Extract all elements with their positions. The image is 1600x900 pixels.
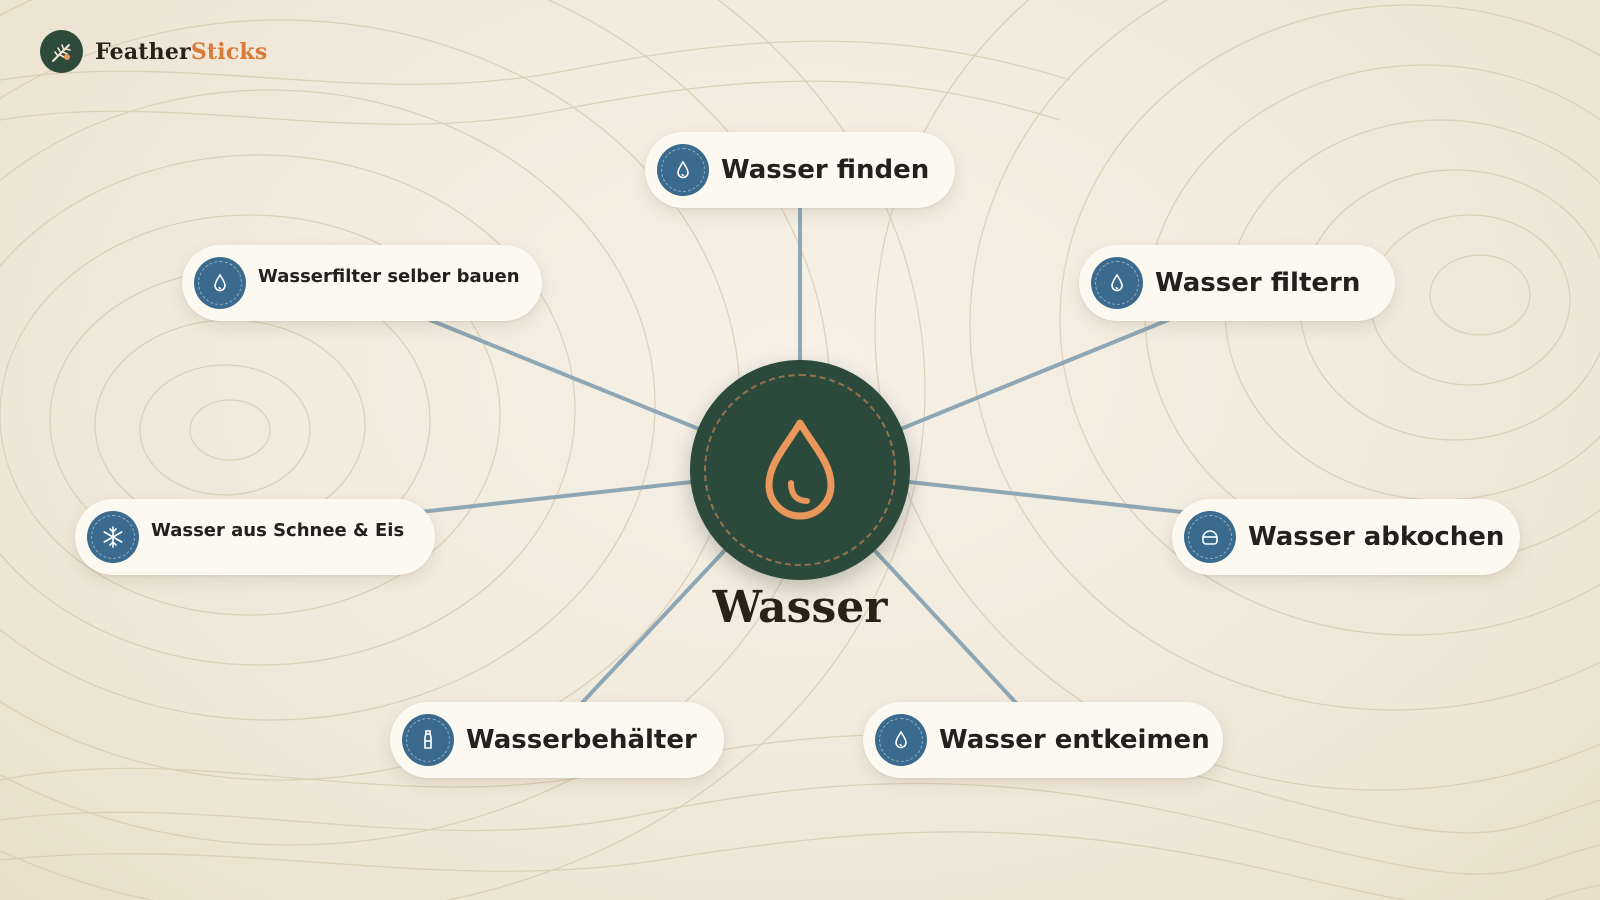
node-wasserfilter-selber-bauen[interactable]: Wasserfilter selber bauen xyxy=(182,245,542,321)
node-label: Wasser filtern xyxy=(1155,268,1361,298)
node-wasser-abkochen[interactable]: Wasser abkochen xyxy=(1172,499,1520,575)
feather-icon xyxy=(40,30,83,73)
water-drop-icon xyxy=(765,419,835,520)
pot-icon xyxy=(1184,511,1236,563)
node-label: Wasser aus Schnee & Eis xyxy=(151,519,405,541)
brand-logo[interactable]: FeatherSticks xyxy=(40,30,267,73)
brand-name: FeatherSticks xyxy=(95,39,267,65)
water-drop-icon xyxy=(875,714,927,766)
brand-name-part1: Feather xyxy=(95,38,191,65)
node-label: Wasser finden xyxy=(721,155,930,185)
node-wasser-finden[interactable]: Wasser finden xyxy=(645,132,955,208)
snowflake-icon xyxy=(87,511,139,563)
node-wasserbehaelter[interactable]: Wasserbehälter xyxy=(390,702,724,778)
center-node[interactable] xyxy=(690,360,910,580)
center-label: Wasser xyxy=(712,582,888,633)
node-wasser-aus-schnee-eis[interactable]: Wasser aus Schnee & Eis xyxy=(75,499,435,575)
node-label: Wasserfilter selber bauen xyxy=(258,265,520,287)
node-wasser-filtern[interactable]: Wasser filtern xyxy=(1079,245,1395,321)
water-drop-icon xyxy=(657,144,709,196)
node-label: Wasser abkochen xyxy=(1248,522,1505,552)
node-label: Wasser entkeimen xyxy=(939,725,1210,755)
node-label: Wasserbehälter xyxy=(466,725,697,755)
node-wasser-entkeimen[interactable]: Wasser entkeimen xyxy=(863,702,1223,778)
bottle-icon xyxy=(402,714,454,766)
water-drop-icon xyxy=(1091,257,1143,309)
brand-name-part2: Sticks xyxy=(190,38,268,65)
water-drop-icon xyxy=(194,257,246,309)
